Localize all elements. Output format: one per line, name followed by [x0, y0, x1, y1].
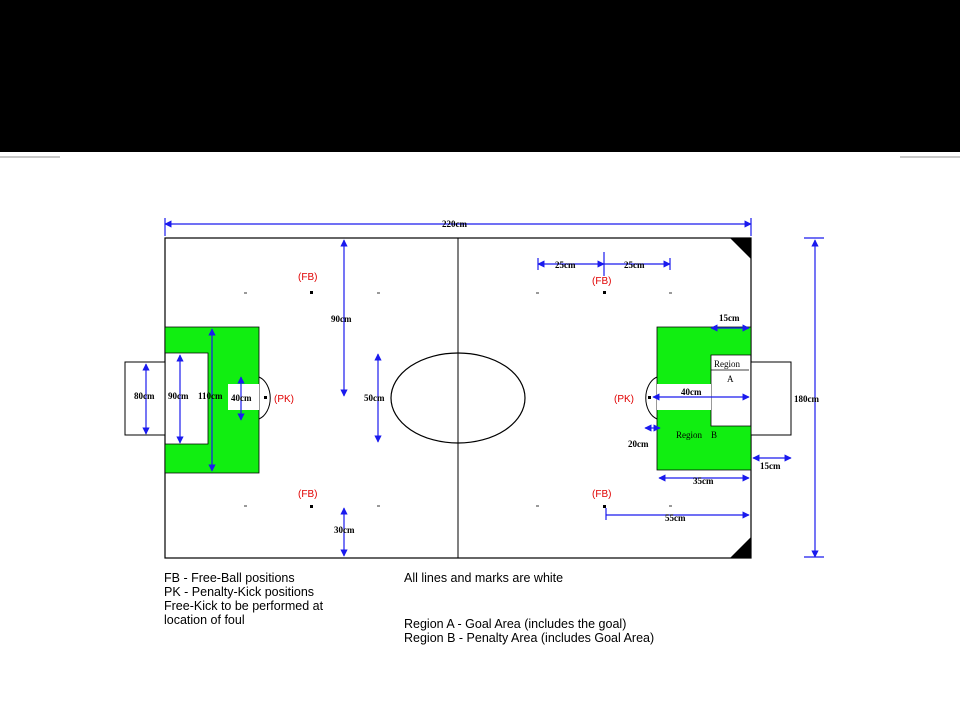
label-pk-right-offset: 40cm — [681, 387, 702, 397]
right-goal — [750, 361, 792, 436]
region-b-title: Region — [676, 430, 702, 440]
right-pk-mark — [648, 396, 651, 399]
label-pk-offset: 40cm — [231, 393, 252, 403]
label-penalty-depth: 35cm — [693, 476, 714, 486]
legend-free-kick-cont: location of foul — [164, 613, 245, 627]
legend-fb: FB - Free-Ball positions — [164, 571, 295, 585]
label-fb-bottom-offset: 30cm — [334, 525, 355, 535]
legend-region-b: Region B - Penalty Area (includes Goal A… — [404, 631, 655, 645]
divider-left — [0, 156, 60, 158]
right-pk-arc — [645, 376, 658, 420]
fb-label-bottom-right: (FB) — [592, 489, 611, 500]
neutral-spot-ticks — [244, 292, 672, 507]
center-circle — [390, 352, 526, 444]
label-width: 180cm — [794, 394, 819, 404]
left-pk-mark — [264, 396, 267, 399]
dimension-lines — [142, 218, 824, 558]
fb-marks — [310, 291, 606, 508]
fb-label-top-left: (FB) — [298, 272, 317, 283]
fb-label-top-right: (FB) — [592, 276, 611, 287]
label-goal-area-width: 90cm — [168, 391, 189, 401]
pk-label-left: (PK) — [274, 394, 294, 405]
legend-left: FB - Free-Ball positions PK - Penalty-Ki… — [164, 571, 323, 627]
label-circle-diameter: 50cm — [364, 393, 385, 403]
label-fb-spacing-left: 25cm — [555, 260, 576, 270]
corner-bottom-right — [730, 537, 751, 558]
legend-regions: Region A - Goal Area (includes the goal)… — [404, 617, 654, 645]
pk-label-right: (PK) — [614, 394, 634, 405]
label-goal-depth: 15cm — [760, 461, 781, 471]
region-a-letter: A — [727, 374, 734, 384]
legend-white-lines: All lines and marks are white — [404, 571, 564, 585]
legend-lines-note: All lines and marks are white — [404, 571, 563, 585]
left-pk-arc — [258, 376, 271, 420]
label-length: 220cm — [442, 219, 467, 229]
label-fb-depth: 90cm — [331, 314, 352, 324]
region-b-letter: B — [711, 430, 717, 440]
fb-label-bottom-left: (FB) — [298, 489, 317, 500]
legend-pk: PK - Penalty-Kick positions — [164, 585, 315, 599]
label-fb-right-distance: 55cm — [665, 513, 686, 523]
label-region-a-margin: 15cm — [719, 313, 740, 323]
top-band — [0, 0, 960, 152]
divider-right — [900, 156, 960, 158]
region-a-title: Region — [714, 359, 740, 369]
legend-free-kick: Free-Kick to be performed at — [164, 599, 324, 613]
corner-top-right — [730, 238, 751, 259]
label-penalty-area-width: 110cm — [198, 391, 223, 401]
label-outer-goal-width: 80cm — [134, 391, 155, 401]
label-fb-spacing-right: 25cm — [624, 260, 645, 270]
legend-region-a: Region A - Goal Area (includes the goal) — [404, 617, 627, 631]
label-pk-mark-offset: 20cm — [628, 439, 649, 449]
